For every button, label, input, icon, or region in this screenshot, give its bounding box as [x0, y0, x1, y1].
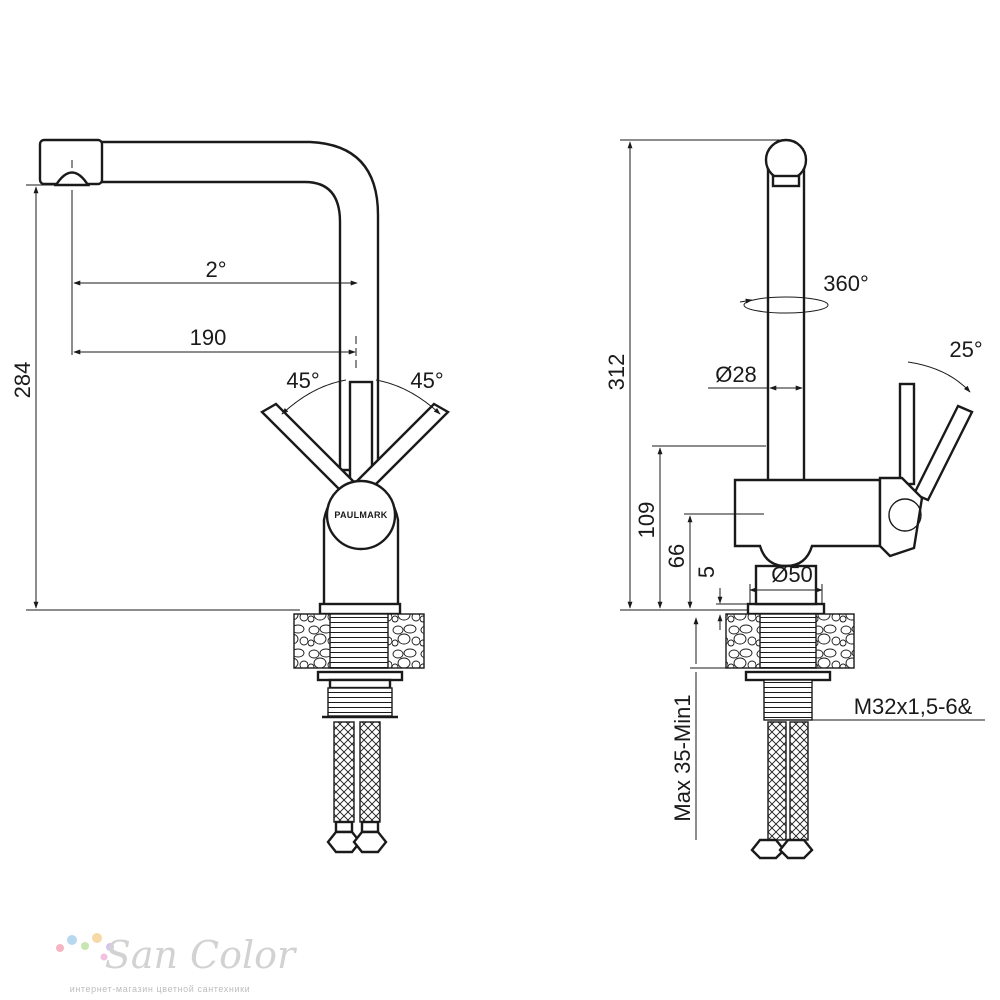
side-spout-head: [764, 138, 808, 182]
side-base-ring: [746, 602, 826, 616]
dim-lever-left-angle: 45°: [286, 368, 319, 393]
aerator: [53, 171, 91, 187]
body-base-ring: [318, 602, 402, 616]
side-cartridge: [878, 476, 924, 558]
dim-thread: M32x1,5-6&: [854, 694, 973, 719]
mounting-nut: [327, 687, 393, 717]
wm-dot-5: [100, 953, 108, 961]
side-faucet-body: [733, 478, 882, 568]
hose-right-front: [359, 721, 381, 823]
hose-left-front: [333, 721, 355, 823]
side-spout-tube: [766, 160, 806, 484]
dim-lever-right-angle: 45°: [410, 368, 443, 393]
hose-nut-right: [352, 830, 388, 854]
mounting-shank: [329, 613, 389, 669]
dim-countertop: Max 35-Min1: [670, 694, 695, 821]
dim-spout-diameter: Ø28: [715, 362, 757, 387]
watermark-name: San Color: [105, 933, 298, 977]
side-lever-tilted: [912, 404, 974, 502]
wm-dot-1: [67, 935, 77, 945]
watermark-tagline: интернет-магазин цветной сантехники: [70, 984, 251, 994]
hose-right-side: [789, 721, 809, 841]
wm-dot-4: [106, 943, 114, 951]
front-view: 2° 190 45° 45° PAULMARK: [10, 138, 450, 854]
hose-left-side: [767, 721, 787, 841]
logo-disc: [325, 479, 397, 551]
watermark: San Color интернет-магазин цветной санте…: [56, 933, 298, 994]
dim-total-height-front: 284: [10, 362, 35, 399]
side-lever-upright: [898, 382, 916, 486]
dim-base-offset: 5: [694, 566, 719, 578]
watermark-dots: [56, 933, 114, 961]
dim-body-height: 109: [634, 502, 659, 539]
dim-spout-angle: 2°: [205, 257, 226, 282]
wm-dot-2: [81, 942, 89, 950]
dim-rotation: 360°: [823, 271, 869, 296]
dim-total-height-side: 312: [604, 354, 629, 391]
side-mounting-shank: [759, 613, 817, 669]
dim-spout-reach: 190: [190, 325, 227, 350]
side-mounting-nut: [763, 679, 813, 721]
dim-body-lower: 66: [664, 544, 689, 568]
wm-dot-0: [56, 944, 64, 952]
side-view: 360° Ø28 25° M32x1,5-6& 312: [604, 138, 985, 860]
wm-dot-3: [92, 933, 102, 943]
dim-base-diameter: Ø50: [771, 562, 813, 587]
spout: [43, 140, 380, 472]
dim-lever-tilt: 25°: [949, 337, 982, 362]
brand-logo: PAULMARK: [334, 510, 387, 520]
